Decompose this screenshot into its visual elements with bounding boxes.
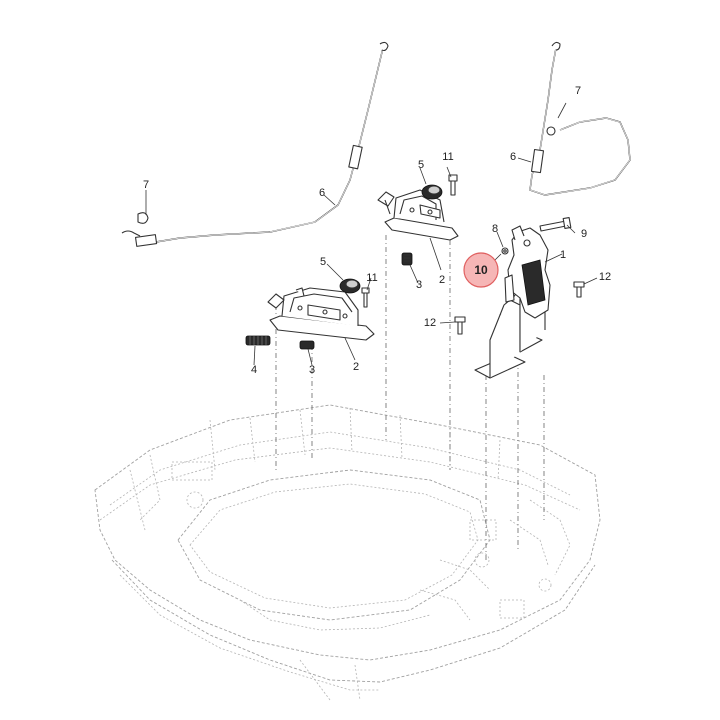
spring-3-lower: [299, 340, 315, 350]
callout-2-lower: 2: [353, 361, 359, 373]
callout-6-left: 6: [319, 187, 325, 199]
callout-2-upper: 2: [439, 274, 445, 286]
callout-leaders: [145, 102, 598, 366]
bolt-11-upper: [448, 174, 458, 196]
callout-labels: 1 2 2 3 3 4 5 5 6 6 7 7 8 9 11 11 12 12: [143, 85, 611, 376]
knob-upper: [421, 184, 443, 200]
bolt-12-right: [573, 281, 585, 298]
callout-3-upper: 3: [416, 279, 422, 291]
knob-lower: [339, 278, 361, 294]
spring-4: [245, 335, 271, 346]
callout-4: 4: [251, 364, 257, 376]
clip-left: [137, 212, 149, 224]
callout-12-left: 12: [424, 317, 436, 329]
callout-5-upper: 5: [418, 159, 424, 171]
callout-5-lower: 5: [320, 256, 326, 268]
callout-8: 8: [492, 223, 498, 235]
callout-12-right: 12: [599, 271, 611, 283]
cable-right: [529, 41, 631, 196]
callout-10: 10: [474, 263, 488, 277]
callout-7-left: 7: [143, 179, 149, 191]
frame-phantom: [94, 404, 601, 701]
callout-1: 1: [560, 249, 566, 261]
latch-upper: [377, 189, 459, 241]
highlight-circle: [463, 252, 499, 288]
bolt-11-lower: [361, 287, 370, 308]
bolt-12-left: [454, 316, 466, 335]
latch-lower: [267, 287, 375, 341]
highlight-callout-10[interactable]: 10: [463, 252, 499, 288]
bolt-9: [539, 217, 572, 232]
callout-9: 9: [581, 228, 587, 240]
spring-3-upper: [401, 252, 413, 266]
assembly-guide-lines: [275, 235, 545, 560]
callout-6-right: 6: [510, 151, 516, 163]
callout-7-right: 7: [575, 85, 581, 97]
callout-11-upper: 11: [442, 151, 453, 163]
bracket-assembly: [474, 225, 551, 379]
callout-3-lower: 3: [309, 364, 315, 376]
washer-8: [501, 247, 509, 255]
callout-11-lower: 11: [366, 272, 377, 284]
cable-left: [121, 41, 389, 247]
